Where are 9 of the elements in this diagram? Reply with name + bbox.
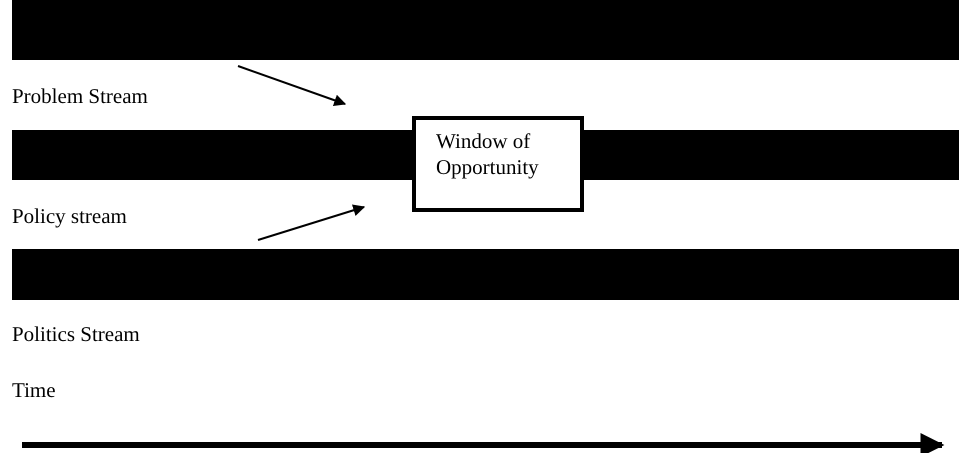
stream-bar: [12, 0, 959, 60]
stream-bar: [12, 249, 959, 300]
stream-label: Problem Stream: [12, 84, 148, 108]
stream-label: Policy stream: [12, 204, 127, 228]
window-box: Window of Opportunity: [412, 116, 584, 212]
stream-bar: [12, 130, 412, 180]
stream-label: Politics Stream: [12, 322, 140, 346]
axis-label: Time: [12, 378, 56, 402]
stream-bar: [584, 130, 959, 180]
